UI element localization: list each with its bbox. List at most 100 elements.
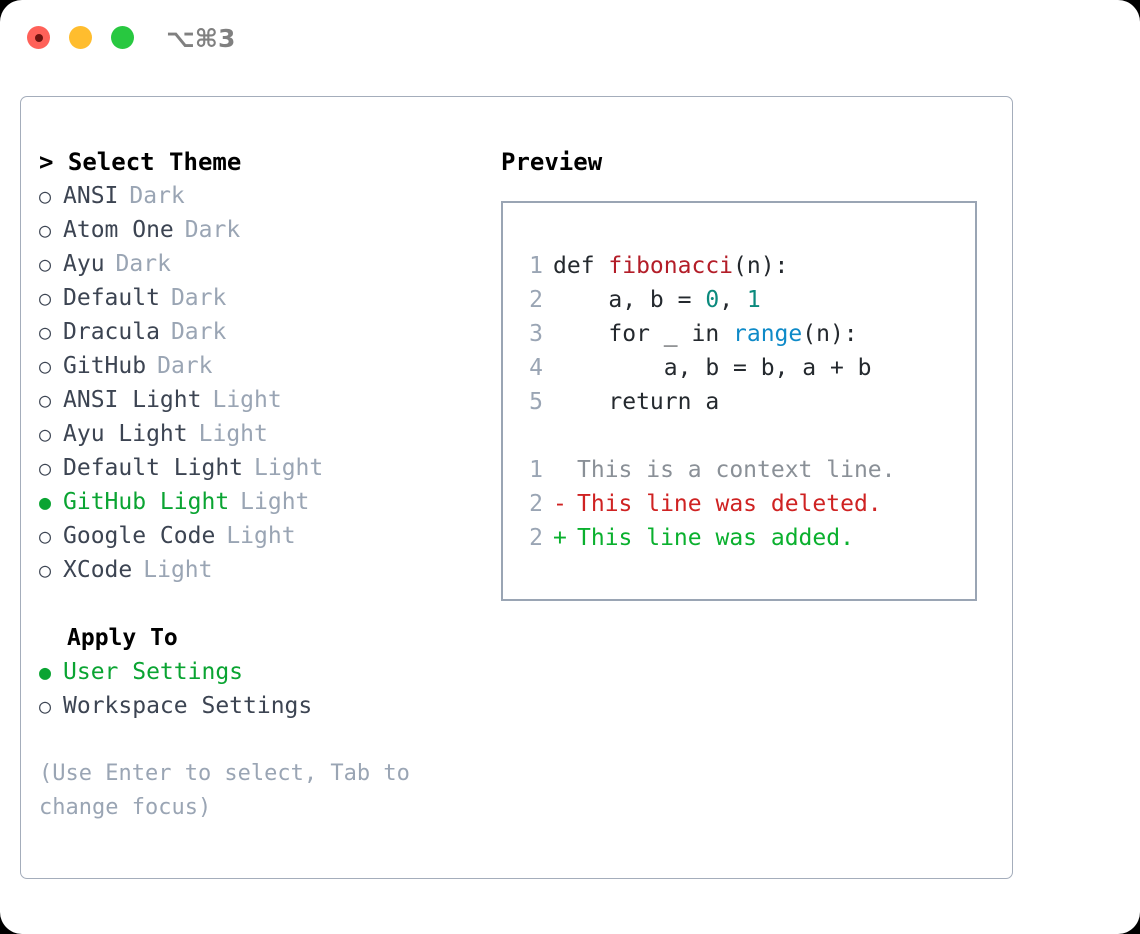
zoom-window-icon[interactable] bbox=[111, 26, 134, 49]
keyboard-hint: (Use Enter to select, Tab to change focu… bbox=[39, 761, 424, 820]
theme-variant-label: Dark bbox=[170, 319, 227, 345]
theme-variant-label: Dark bbox=[129, 183, 185, 209]
code-builtin-token: range bbox=[733, 321, 803, 347]
theme-name: Ayu Light bbox=[63, 421, 188, 447]
code-line-number: 2 bbox=[529, 287, 543, 313]
code-line: 1 def fibonacci(n): bbox=[521, 249, 896, 283]
theme-name: XCode bbox=[63, 557, 133, 583]
radio-unselected-icon: ○ bbox=[39, 524, 52, 548]
theme-name: Ayu bbox=[63, 251, 105, 277]
apply-to-heading: Apply To bbox=[67, 625, 178, 651]
theme-name: Dracula bbox=[63, 319, 160, 345]
section-spacer bbox=[39, 587, 479, 621]
theme-variant-label: Light bbox=[212, 387, 282, 413]
apply-to-item[interactable]: ● User Settings bbox=[39, 655, 479, 689]
code-token: , bbox=[719, 287, 747, 313]
theme-list-item[interactable]: ○ Default Light Light bbox=[39, 451, 479, 485]
radio-unselected-icon: ○ bbox=[39, 218, 52, 242]
theme-name: GitHub Light bbox=[63, 489, 230, 515]
diff-line: 2 -This line was deleted. bbox=[521, 487, 896, 521]
code-line-text: return a bbox=[553, 385, 719, 419]
radio-unselected-icon: ○ bbox=[39, 422, 52, 446]
apply-to-item[interactable]: ○ Workspace Settings bbox=[39, 689, 479, 723]
diff-line-text: +This line was added. bbox=[553, 521, 854, 555]
apply-to-list: ● User Settings ○ Workspace Settings bbox=[39, 655, 479, 723]
radio-unselected-icon: ○ bbox=[39, 456, 52, 480]
theme-variant-label: Dark bbox=[170, 285, 227, 311]
apply-to-label: Workspace Settings bbox=[63, 693, 313, 719]
radio-selected-icon: ● bbox=[39, 490, 52, 514]
theme-variant-label: Dark bbox=[115, 251, 171, 277]
preview-title: Preview bbox=[501, 148, 603, 176]
theme-name: Default Light bbox=[63, 455, 244, 481]
code-token: for _ in bbox=[553, 321, 734, 347]
diff-sign bbox=[553, 453, 577, 487]
theme-list-item[interactable]: ● GitHub Light Light bbox=[39, 485, 479, 519]
theme-name: Atom One bbox=[63, 217, 174, 243]
theme-list-item[interactable]: ○ GitHub Dark bbox=[39, 349, 479, 383]
theme-name: Default bbox=[63, 285, 160, 311]
title-bar: ⌥⌘3 bbox=[0, 0, 1140, 76]
code-line-number: 5 bbox=[529, 389, 543, 415]
code-token: a, b = b, a + b bbox=[553, 355, 872, 381]
radio-unselected-icon: ○ bbox=[39, 558, 52, 582]
code-token: def bbox=[553, 253, 609, 279]
code-line-number: 2 bbox=[529, 491, 543, 517]
theme-variant-label: Light bbox=[198, 421, 268, 447]
code-line-number: 1 bbox=[529, 253, 543, 279]
radio-unselected-icon: ○ bbox=[39, 184, 52, 208]
keyboard-shortcut-label: ⌥⌘3 bbox=[166, 24, 236, 53]
diff-sign: + bbox=[553, 525, 567, 551]
code-line-number: 1 bbox=[529, 457, 543, 483]
code-line: 2 a, b = 0, 1 bbox=[521, 283, 896, 317]
diff-sign: - bbox=[553, 491, 567, 517]
code-token: a, b = bbox=[553, 287, 706, 313]
theme-variant-label: Dark bbox=[157, 353, 213, 379]
code-line-number: 2 bbox=[529, 525, 543, 551]
page-title: > Select Theme bbox=[39, 148, 242, 176]
minimize-window-icon[interactable] bbox=[69, 26, 92, 49]
theme-list-item[interactable]: ○ Default Dark bbox=[39, 281, 479, 315]
radio-unselected-icon: ○ bbox=[39, 354, 52, 378]
code-token: (n): bbox=[733, 253, 789, 279]
code-line-number: 3 bbox=[529, 321, 543, 347]
code-token: (n): bbox=[802, 321, 858, 347]
theme-variant-label: Light bbox=[254, 455, 324, 481]
radio-unselected-icon: ○ bbox=[39, 286, 52, 310]
theme-list-item[interactable]: ○ Dracula Dark bbox=[39, 315, 479, 349]
code-line: 4 a, b = b, a + b bbox=[521, 351, 896, 385]
traffic-light-buttons bbox=[27, 26, 134, 49]
diff-line: 1 This is a context line. bbox=[521, 453, 896, 487]
theme-list-item[interactable]: ○ Ayu Dark bbox=[39, 247, 479, 281]
theme-variant-label: Light bbox=[240, 489, 310, 515]
radio-selected-icon: ● bbox=[39, 660, 52, 684]
code-line: 5 return a bbox=[521, 385, 896, 419]
code-line-text: a, b = 0, 1 bbox=[553, 283, 760, 317]
code-blank-line bbox=[521, 419, 896, 453]
diff-line-text: This is a context line. bbox=[553, 453, 896, 487]
radio-unselected-icon: ○ bbox=[39, 252, 52, 276]
radio-unselected-icon: ○ bbox=[39, 320, 52, 344]
diff-line-text: -This line was deleted. bbox=[553, 487, 882, 521]
close-window-icon[interactable] bbox=[27, 26, 50, 49]
code-line-text: a, b = b, a + b bbox=[553, 351, 872, 385]
code-function-token: fibonacci bbox=[608, 253, 734, 279]
code-line-text: def fibonacci(n): bbox=[553, 249, 788, 283]
apply-to-label: User Settings bbox=[63, 659, 244, 685]
code-line: 3 for _ in range(n): bbox=[521, 317, 896, 351]
radio-unselected-icon: ○ bbox=[39, 694, 52, 718]
theme-list-item[interactable]: ○ Ayu Light Light bbox=[39, 417, 479, 451]
theme-name: GitHub bbox=[63, 353, 147, 379]
theme-name: Google Code bbox=[63, 523, 216, 549]
